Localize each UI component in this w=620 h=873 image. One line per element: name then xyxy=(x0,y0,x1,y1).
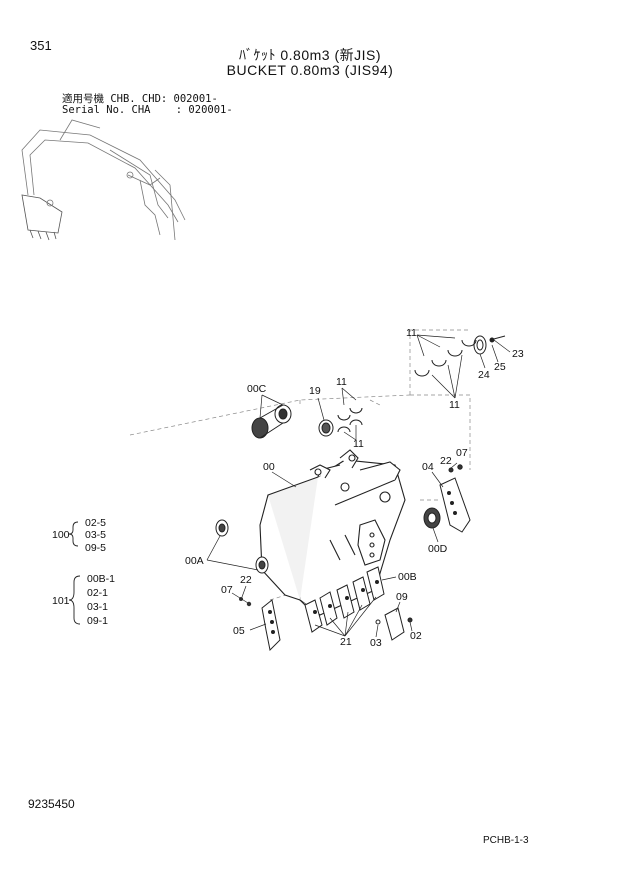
group-101-item-3: 03-1 xyxy=(87,601,108,613)
page-number: 351 xyxy=(30,38,52,53)
group-100-item-1: 02-5 xyxy=(85,517,106,529)
excavator-thumbnail-icon xyxy=(21,119,186,241)
side-cutter-05 xyxy=(261,599,281,652)
ring-set-mid xyxy=(337,407,363,433)
callout-25: 25 xyxy=(494,361,506,373)
group-100-item-2: 03-5 xyxy=(85,529,106,541)
drawing-number: 9235450 xyxy=(28,797,75,811)
callout-21: 21 xyxy=(340,636,352,648)
ring-set-top xyxy=(414,335,506,377)
callout-00d: 00D xyxy=(428,543,448,555)
callout-00: 00 xyxy=(263,461,275,473)
callout-00a: 00A xyxy=(185,555,204,567)
guide-lines xyxy=(129,329,471,601)
bolt-22-right xyxy=(448,464,463,473)
callout-11-mid-lower: 11 xyxy=(353,438,364,450)
side-cutter-04 xyxy=(439,477,471,533)
callout-09: 09 xyxy=(396,591,408,603)
serial-applicability: 適用号機 CHB. CHD: 002001- Serial No. CHA : … xyxy=(62,94,233,116)
callout-11-right: 11 xyxy=(449,399,460,411)
callout-05: 05 xyxy=(233,625,245,637)
group-101-item-1: 00B-1 xyxy=(87,573,115,585)
applicability-line-2: Serial No. CHA : 020001- xyxy=(62,104,233,116)
group-101-item-4: 09-1 xyxy=(87,615,108,627)
tooth-point-09 xyxy=(375,607,413,641)
callout-19: 19 xyxy=(309,385,321,397)
callout-22-right: 22 xyxy=(440,455,452,467)
bucket-teeth xyxy=(304,566,385,633)
callout-04: 04 xyxy=(422,461,434,473)
sheet-reference: PCHB-1-3 xyxy=(483,835,529,846)
group-100-item-3: 09-5 xyxy=(85,542,106,554)
callout-24: 24 xyxy=(478,369,490,381)
bushing-00d xyxy=(423,507,441,529)
applicability-line-1: 適用号機 CHB. CHD: 002001- xyxy=(62,93,218,105)
group-101: 101 00B-1 02-1 03-1 09-1 xyxy=(52,573,115,627)
title-english: BUCKET 0.80m3 (JIS94) xyxy=(226,62,394,78)
group-101-id: 101 xyxy=(52,595,70,607)
callout-02: 02 xyxy=(410,630,422,642)
title-japanese: ﾊﾞｹｯﾄ 0.80m3 (新JIS) xyxy=(238,47,382,63)
bushing-00a xyxy=(215,519,269,574)
callout-03: 03 xyxy=(370,637,382,649)
group-100-id: 100 xyxy=(52,529,70,541)
callout-11-mid: 11 xyxy=(336,376,347,388)
callout-22-left: 22 xyxy=(240,574,252,586)
callout-11-top: 11 xyxy=(406,327,417,339)
seal-19 xyxy=(318,419,334,437)
callout-00c: 00C xyxy=(247,383,267,395)
callout-07-right: 07 xyxy=(456,447,468,459)
callout-23: 23 xyxy=(512,348,524,360)
group-100: 100 02-5 03-5 09-5 xyxy=(52,517,106,554)
bushing-00c xyxy=(251,404,292,439)
callout-00b: 00B xyxy=(398,571,417,583)
leader-lines xyxy=(206,334,511,638)
callout-07-left: 07 xyxy=(221,584,233,596)
group-101-item-2: 02-1 xyxy=(87,587,108,599)
